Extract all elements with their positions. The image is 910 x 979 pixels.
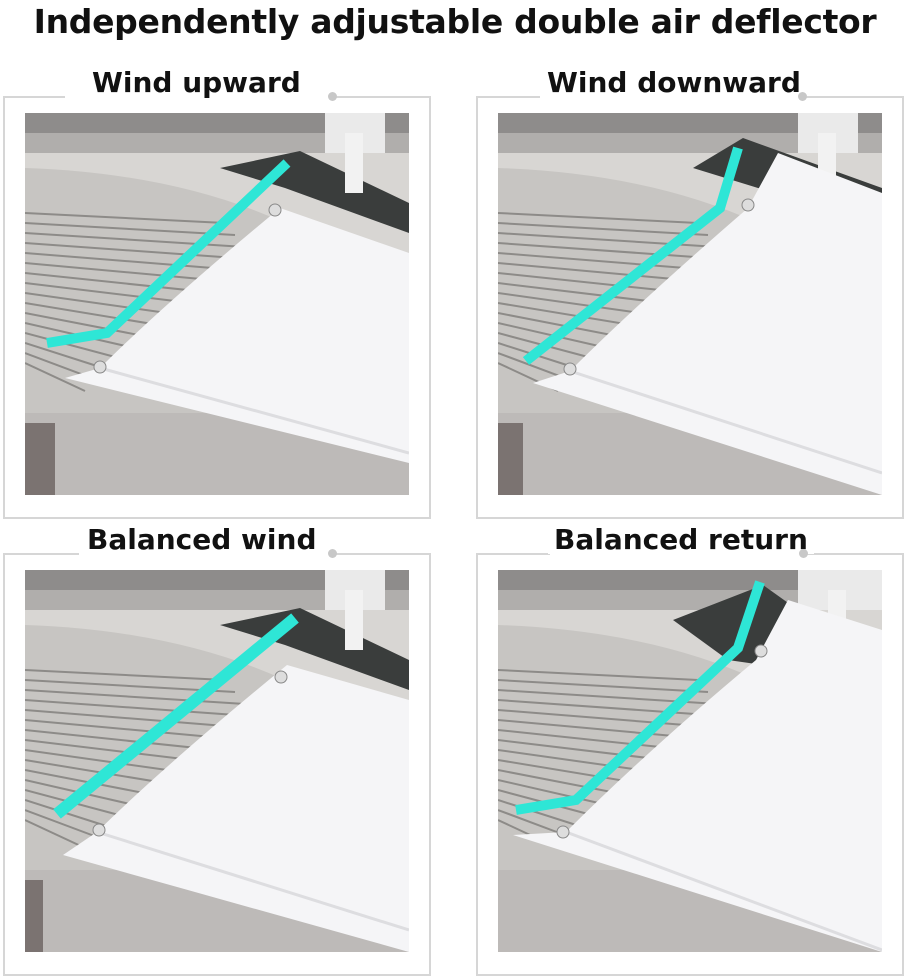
panel-caption: Balanced return [548, 526, 814, 554]
panel-wind-upward: Wind upward [3, 69, 431, 519]
frame-line [476, 553, 550, 555]
deflector-photo [498, 570, 882, 952]
panel-frame [3, 553, 431, 976]
deflector-illustration [498, 570, 882, 952]
panel-wind-downward: Wind downward [476, 69, 904, 519]
deflector-photo [25, 113, 409, 495]
panel-balanced-wind: Balanced wind [3, 526, 431, 976]
deflector-photo [25, 570, 409, 952]
panel-caption: Wind downward [541, 69, 807, 97]
decorative-dot-icon [799, 549, 808, 558]
panel-frame [476, 96, 904, 519]
deflector-illustration [25, 570, 409, 952]
panel-frame [476, 553, 904, 976]
decorative-dot-icon [328, 549, 337, 558]
panel-caption: Wind upward [86, 69, 307, 97]
frame-line [806, 553, 904, 555]
frame-line [476, 96, 540, 98]
frame-line [3, 96, 65, 98]
page-title: Independently adjustable double air defl… [33, 2, 877, 41]
panel-balanced-return: Balanced return [476, 526, 904, 976]
decorative-dot-icon [798, 92, 807, 101]
frame-line [335, 553, 431, 555]
deflector-illustration [498, 113, 882, 495]
frame-line [335, 96, 431, 98]
decorative-dot-icon [328, 92, 337, 101]
deflector-illustration [25, 113, 409, 495]
frame-line [806, 96, 904, 98]
panel-caption: Balanced wind [81, 526, 323, 554]
panel-frame [3, 96, 431, 519]
deflector-photo [498, 113, 882, 495]
frame-line [3, 553, 79, 555]
